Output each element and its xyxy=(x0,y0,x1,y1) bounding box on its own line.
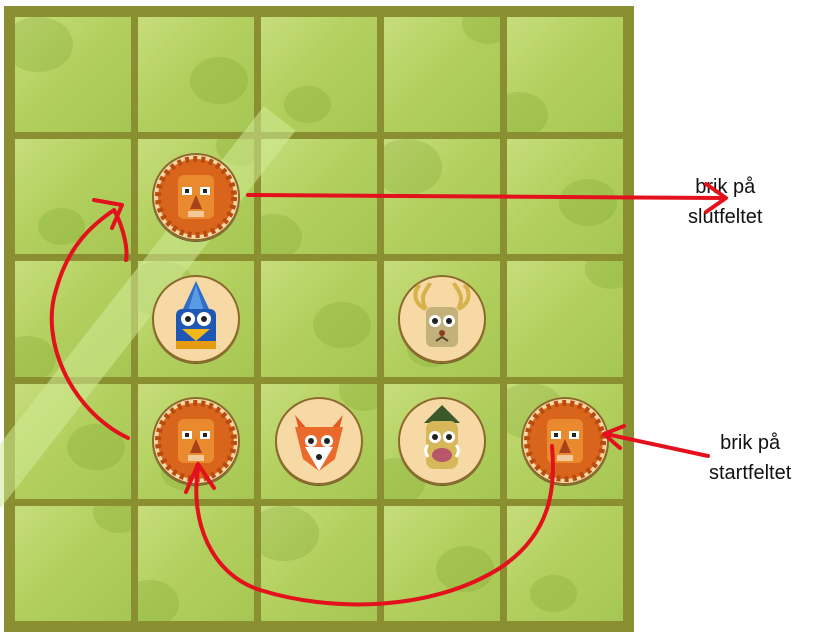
arrow-start-pointer xyxy=(606,434,708,456)
arrow-move-bottom xyxy=(196,446,553,604)
arrow-end-pointer xyxy=(248,195,724,198)
arrow-move-bottom-head xyxy=(186,464,214,492)
arrow-move-left xyxy=(52,210,128,438)
